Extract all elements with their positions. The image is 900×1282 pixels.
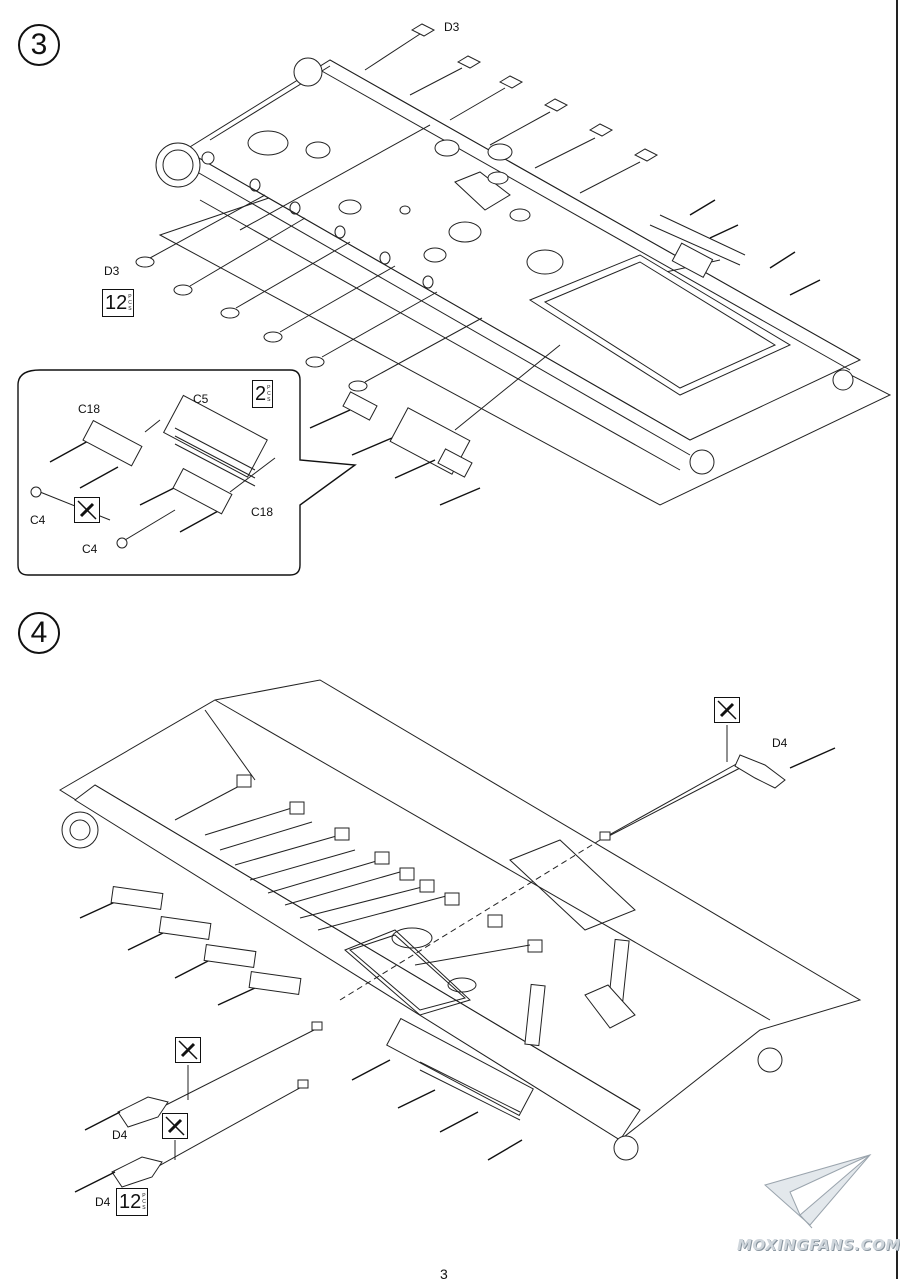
label-d4-right: D4 [772,736,788,750]
cut-off-sprue-icon [175,1037,201,1063]
unit-p: P [267,385,271,391]
d4-arms [74,725,836,1193]
quantity-unit: P C S [266,385,272,403]
inset-parts [30,394,276,549]
cut-off-sprue-icon [714,697,740,723]
unit-s: S [267,397,271,403]
inset-callout [17,369,357,576]
quantity-unit: P C S [141,1193,147,1211]
page-number: 3 [440,1266,448,1282]
quantity-badge-2-inset: 2 P C S [252,380,273,408]
quantity-unit: P C S [127,294,133,312]
step-3-number: 3 [18,24,60,66]
unit-c: C [128,300,132,306]
hull-floor-step3 [155,57,892,506]
label-d3-left: D3 [104,264,120,278]
swing-arms-step4 [79,886,534,1161]
unit-p: P [142,1193,146,1199]
label-d4-left-a: D4 [112,1128,128,1142]
unit-c: C [142,1199,146,1205]
d3-parts-top-row [364,23,659,194]
page-border [896,0,898,1279]
watermark-plane [763,1154,872,1229]
cut-off-sprue-icon [162,1113,188,1139]
cut-off-sprue-icon [74,497,100,523]
quantity-badge-12-step3: 12 P C S [102,289,134,317]
unit-s: S [128,306,132,312]
hull-floor-step4 [59,679,862,1161]
quantity-badge-12-step4: 12 P C S [116,1188,148,1216]
quantity-count: 12 [105,292,128,314]
label-c18-a: C18 [78,402,101,416]
quantity-count: 12 [119,1191,142,1213]
watermark-text: MOXINGFANS.COM [737,1236,900,1254]
label-d3-top: D3 [444,20,460,34]
label-c4-b: C4 [82,542,98,556]
d3-parts-left-column [135,194,483,392]
unit-s: S [142,1205,146,1211]
label-d4-left-b: D4 [95,1195,111,1209]
unit-p: P [128,294,132,300]
unit-c: C [267,391,271,397]
label-c18-b: C18 [251,505,274,519]
quantity-count: 2 [255,383,267,405]
label-c5: C5 [193,392,209,406]
label-c4-a: C4 [30,513,46,527]
suspension-assembly-step3 [309,344,561,506]
step-4-number: 4 [18,612,60,654]
